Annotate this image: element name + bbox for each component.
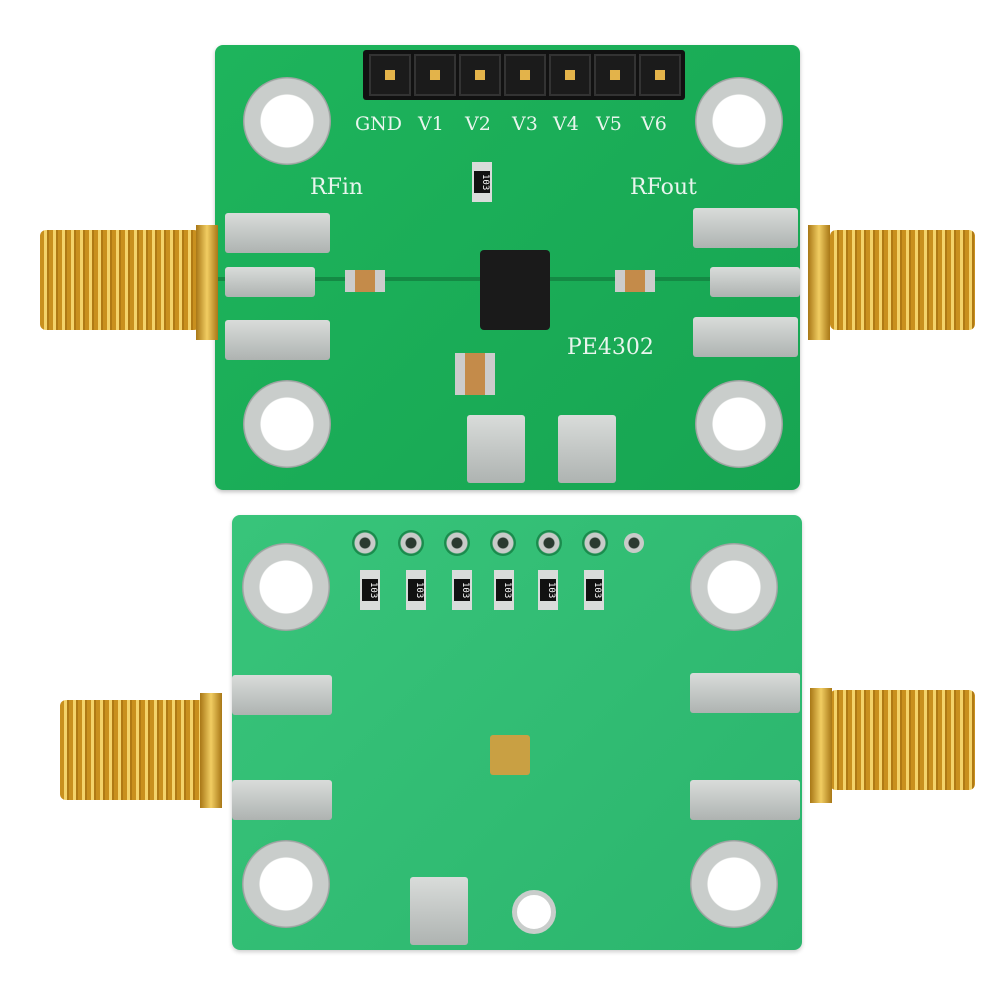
rf-out-label: RFout [630, 175, 697, 200]
resistor: 103 [360, 570, 380, 610]
capacitor [455, 373, 495, 395]
pin-label-v1: V1 [418, 113, 444, 135]
rf-in-label: RFin [310, 175, 364, 200]
sma-connector [60, 700, 210, 800]
resistor: 103 [494, 570, 514, 610]
mounting-hole [242, 840, 330, 928]
pin-label-v2: V2 [465, 113, 491, 135]
resistor: 103 [406, 570, 426, 610]
pin-label-v5: V5 [596, 113, 622, 135]
pcb-top-side: GND V1 V2 V3 V4 V5 V6 RFin RFout PE4302 … [215, 45, 800, 490]
mounting-hole [243, 380, 331, 468]
resistor: 103 [452, 570, 472, 610]
mounting-hole [695, 77, 783, 165]
pin-header [363, 50, 685, 100]
sma-connector-rf-in [40, 230, 200, 330]
pin-label-gnd: GND [355, 113, 403, 135]
mounting-hole [690, 543, 778, 631]
pcb-bottom-side: 103 103 103 103 103 103 [232, 515, 802, 950]
resistor: 103 [584, 570, 604, 610]
pin-label-v3: V3 [512, 113, 538, 135]
capacitor [615, 270, 655, 292]
mounting-hole [243, 77, 331, 165]
attenuator-chip [480, 250, 550, 330]
mounting-hole [242, 543, 330, 631]
chip-label: PE4302 [567, 335, 654, 360]
capacitor [345, 270, 385, 292]
resistor: 103 [538, 570, 558, 610]
sma-connector [830, 690, 975, 790]
pin-label-v6: V6 [641, 113, 667, 135]
pin-label-v4: V4 [553, 113, 579, 135]
mounting-hole [695, 380, 783, 468]
capacitor [455, 353, 495, 375]
sma-connector-rf-out [830, 230, 975, 330]
mounting-hole [690, 840, 778, 928]
resistor: 103 [472, 162, 492, 202]
